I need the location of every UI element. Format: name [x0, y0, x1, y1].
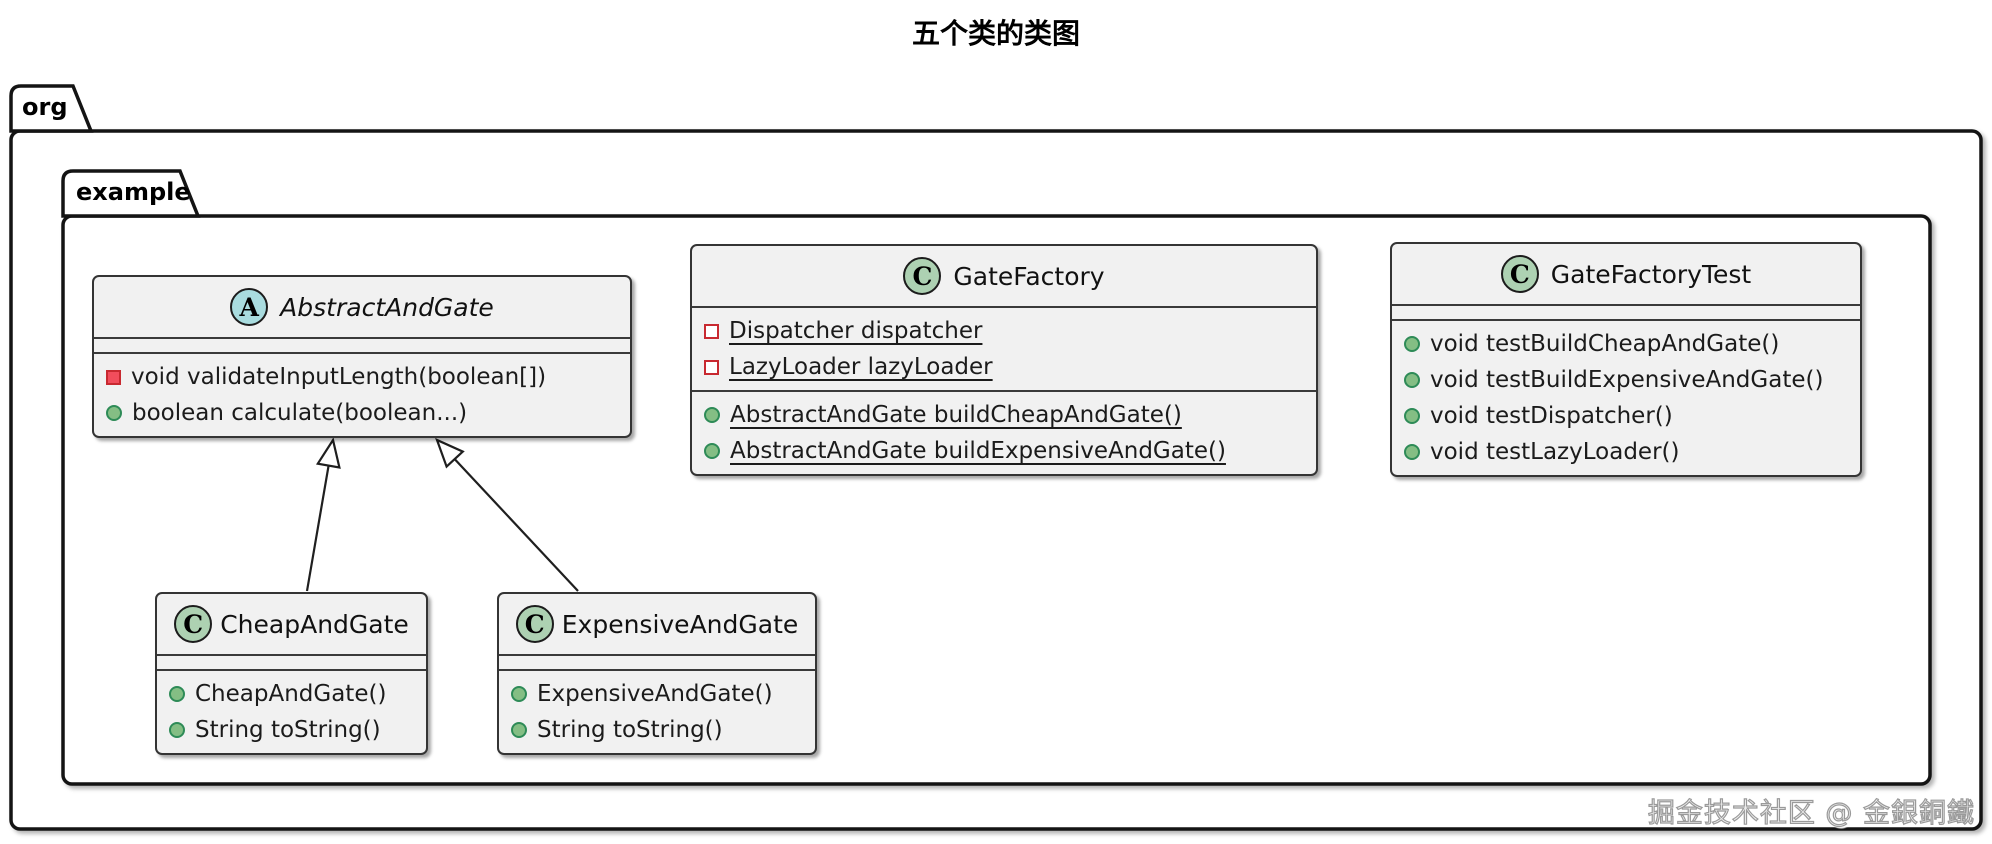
- method-row: String toString(): [511, 712, 803, 748]
- method-row: AbstractAndGate buildCheapAndGate(): [704, 397, 1304, 433]
- extends-edge-expensive: [453, 458, 579, 592]
- class-header: C CheapAndGate: [157, 594, 426, 654]
- extends-arrowhead-cheap: [315, 437, 341, 469]
- class-header: C GateFactory: [692, 246, 1316, 306]
- field-row: LazyLoader lazyLoader: [704, 349, 1304, 385]
- public-method-icon: [1404, 372, 1420, 388]
- method-text: void validateInputLength(boolean[]): [131, 364, 547, 390]
- method-text: String toString(): [537, 717, 723, 743]
- method-row: void testLazyLoader(): [1404, 434, 1848, 470]
- class-name: GateFactoryTest: [1550, 259, 1752, 289]
- public-method-icon: [1404, 336, 1420, 352]
- class-name: ExpensiveAndGate: [561, 609, 799, 639]
- fields-compartment: Dispatcher dispatcher LazyLoader lazyLoa…: [692, 306, 1316, 390]
- method-row: String toString(): [169, 712, 414, 748]
- package-example-tab: [61, 169, 201, 218]
- abstract-class-icon: A: [230, 288, 269, 326]
- class-name: CheapAndGate: [220, 609, 409, 639]
- class-box-gatefactory: C GateFactory Dispatcher dispatcher Lazy…: [690, 244, 1318, 476]
- package-example-label: example: [76, 178, 191, 206]
- field-text: Dispatcher dispatcher: [729, 318, 983, 344]
- method-text: AbstractAndGate buildCheapAndGate(): [730, 402, 1182, 428]
- method-row: AbstractAndGate buildExpensiveAndGate(): [704, 433, 1304, 469]
- method-row: CheapAndGate(): [169, 676, 414, 712]
- public-method-icon: [511, 722, 527, 738]
- public-method-icon: [106, 405, 122, 421]
- fields-compartment-empty: [94, 337, 630, 352]
- fields-compartment-empty: [157, 654, 426, 669]
- method-row: boolean calculate(boolean...): [106, 395, 618, 431]
- package-org-label: org: [22, 93, 68, 121]
- diagram-title: 五个类的类图: [911, 17, 1080, 50]
- extends-edge-cheap: [305, 465, 330, 592]
- methods-compartment: void validateInputLength(boolean[]) bool…: [94, 352, 630, 436]
- methods-compartment: ExpensiveAndGate() String toString(): [499, 669, 815, 753]
- class-box-abstractandgate: A AbstractAndGate void validateInputLeng…: [92, 275, 632, 438]
- method-text: CheapAndGate(): [195, 681, 387, 707]
- method-text: ExpensiveAndGate(): [537, 681, 773, 707]
- class-box-expensiveandgate: C ExpensiveAndGate ExpensiveAndGate() St…: [497, 592, 817, 755]
- extends-arrowhead-expensive: [435, 437, 465, 469]
- field-row: Dispatcher dispatcher: [704, 313, 1304, 349]
- method-row: void testDispatcher(): [1404, 398, 1848, 434]
- methods-compartment: AbstractAndGate buildCheapAndGate() Abst…: [692, 390, 1316, 474]
- method-row: ExpensiveAndGate(): [511, 676, 803, 712]
- method-row: void testBuildExpensiveAndGate(): [1404, 362, 1848, 398]
- class-icon: C: [1500, 255, 1539, 293]
- public-method-icon: [1404, 408, 1420, 424]
- public-method-icon: [169, 722, 185, 738]
- public-method-icon: [511, 686, 527, 702]
- method-text: String toString(): [195, 717, 381, 743]
- private-static-field-icon: [704, 323, 719, 339]
- methods-compartment: void testBuildCheapAndGate() void testBu…: [1392, 319, 1860, 475]
- public-static-method-icon: [704, 407, 720, 423]
- fields-compartment-empty: [499, 654, 815, 669]
- class-header: C ExpensiveAndGate: [499, 594, 815, 654]
- watermark: 掘金技术社区 @ 金銀銅鐵: [1647, 797, 1975, 829]
- public-method-icon: [169, 686, 185, 702]
- method-text: void testBuildExpensiveAndGate(): [1430, 367, 1824, 393]
- public-method-icon: [1404, 444, 1420, 460]
- class-icon: C: [903, 257, 942, 295]
- public-static-method-icon: [704, 443, 720, 459]
- method-text: void testDispatcher(): [1430, 403, 1673, 429]
- package-org-tab: [9, 84, 94, 133]
- class-header: C GateFactoryTest: [1392, 244, 1860, 304]
- field-text: LazyLoader lazyLoader: [729, 354, 993, 380]
- method-row: void testBuildCheapAndGate(): [1404, 326, 1848, 362]
- private-static-field-icon: [704, 359, 719, 375]
- method-row: void validateInputLength(boolean[]): [106, 359, 618, 395]
- methods-compartment: CheapAndGate() String toString(): [157, 669, 426, 753]
- private-method-icon: [106, 369, 121, 385]
- class-box-gatefactorytest: C GateFactoryTest void testBuildCheapAnd…: [1390, 242, 1862, 477]
- method-text: AbstractAndGate buildExpensiveAndGate(): [730, 438, 1226, 464]
- class-icon: C: [515, 605, 554, 643]
- method-text: boolean calculate(boolean...): [132, 400, 468, 426]
- class-name: AbstractAndGate: [280, 292, 494, 322]
- class-name: GateFactory: [953, 261, 1105, 291]
- class-header: A AbstractAndGate: [94, 277, 630, 337]
- class-box-cheapandgate: C CheapAndGate CheapAndGate() String toS…: [155, 592, 428, 755]
- method-text: void testLazyLoader(): [1430, 439, 1680, 465]
- fields-compartment-empty: [1392, 304, 1860, 319]
- method-text: void testBuildCheapAndGate(): [1430, 331, 1780, 357]
- class-icon: C: [174, 605, 213, 643]
